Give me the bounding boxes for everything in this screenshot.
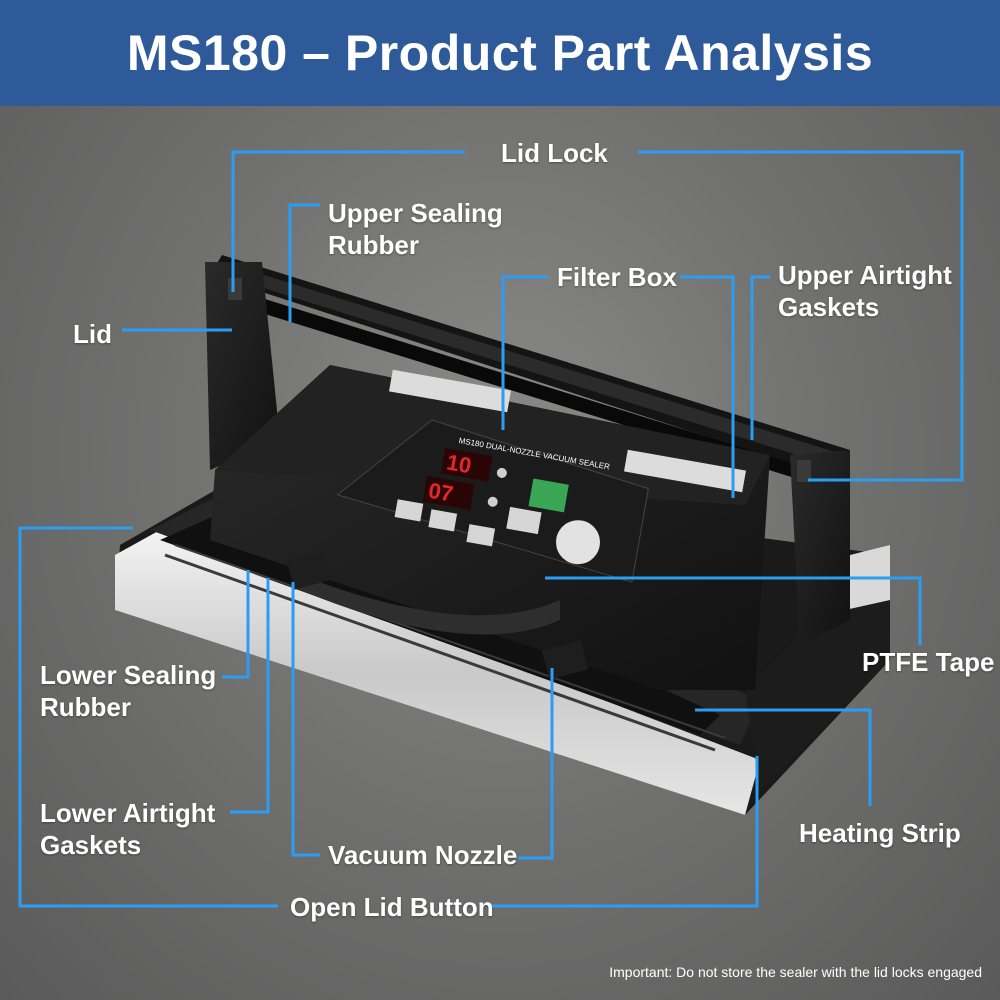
manual-seal-button[interactable]	[506, 506, 542, 535]
leader-lines	[18, 150, 964, 908]
label-lower-sealing-rubber-line1: Lower Sealing	[40, 660, 217, 690]
label-lower-sealing-rubber: Lower Sealing Rubber	[40, 659, 216, 723]
vacuum-time-display	[440, 447, 493, 482]
title-banner: MS180 – Product Part Analysis	[0, 0, 1000, 106]
label-lower-airtight-gaskets: Lower Airtight Gaskets	[40, 797, 215, 861]
page-title: MS180 – Product Part Analysis	[126, 25, 874, 81]
footnote-warning: Important: Do not store the sealer with …	[609, 964, 982, 980]
single-nozzle-button[interactable]	[394, 499, 424, 522]
leader-upper-sealing-rubber	[288, 203, 320, 322]
leader-ptfe-tape	[545, 576, 922, 645]
vacuum-plus-button[interactable]	[496, 467, 508, 479]
leader-lower-sealing-rubber	[222, 570, 250, 679]
vacuum-time-value: 10	[445, 449, 473, 478]
label-lower-airtight-gaskets-line2: Gaskets	[40, 830, 142, 860]
leader-open-lid-button-right	[492, 756, 759, 908]
leader-lower-airtight-gaskets	[230, 578, 270, 814]
label-lid-lock: Lid Lock	[501, 138, 608, 168]
leader-vacuum-nozzle-right	[518, 668, 554, 860]
label-upper-airtight-gaskets-line1: Upper Airtight	[778, 260, 952, 290]
dual-nozzle-button[interactable]	[428, 509, 458, 532]
leader-open-lid-button-left	[18, 526, 278, 908]
label-vacuum-nozzle: Vacuum Nozzle	[328, 840, 518, 870]
label-upper-sealing-rubber-line2: Rubber	[328, 230, 419, 260]
label-upper-airtight-gaskets: Upper Airtight Gaskets	[778, 259, 952, 323]
label-upper-sealing-rubber-line1: Upper Sealing	[328, 198, 503, 228]
label-lower-airtight-gaskets-line1: Lower Airtight	[40, 798, 216, 828]
label-lid: Lid	[73, 319, 112, 349]
leader-heating-strip	[695, 708, 872, 806]
label-upper-sealing-rubber: Upper Sealing Rubber	[328, 197, 503, 261]
label-filter-box: Filter Box	[557, 262, 677, 292]
label-open-lid-button: Open Lid Button	[290, 892, 494, 922]
double-seal-sticker	[555, 520, 600, 565]
label-upper-airtight-gaskets-line2: Gaskets	[778, 292, 880, 322]
nozzle-button[interactable]	[466, 524, 496, 547]
label-heating-strip: Heating Strip	[799, 818, 961, 848]
sealing-time-display	[422, 476, 475, 510]
leader-lid-lock-right	[638, 150, 964, 482]
sealing-plus-button[interactable]	[487, 496, 499, 508]
label-ptfe-tape: PTFE Tape	[862, 647, 995, 677]
leader-filter-box-right	[680, 275, 735, 498]
control-panel: MS180 DUAL-NOZZLE VACUUM SEALER 10 07	[336, 419, 649, 583]
label-lower-sealing-rubber-line2: Rubber	[40, 692, 131, 722]
leader-vacuum-nozzle-left	[291, 582, 320, 857]
sealing-time-value: 07	[427, 478, 455, 507]
leader-upper-airtight-gaskets	[750, 275, 770, 440]
leader-filter-box-left	[501, 275, 548, 430]
auto-vacuum-seal-button[interactable]	[528, 478, 569, 513]
leader-lid-lock-left	[231, 150, 465, 292]
